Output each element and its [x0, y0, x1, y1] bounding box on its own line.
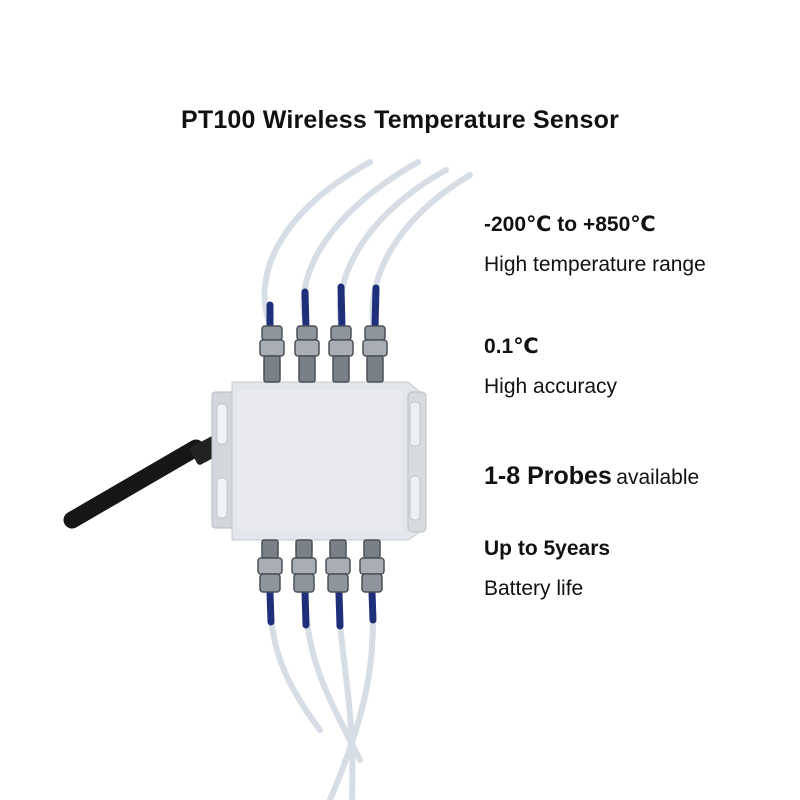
spec-accuracy-label: High accuracy [484, 375, 618, 398]
top-connectors [259, 325, 388, 383]
spec-accuracy-value: 0.1℃ [484, 335, 539, 358]
lower-probe-bands [266, 588, 377, 630]
spec-battery: Up to 5years Battery life [484, 536, 610, 602]
spec-accuracy: 0.1℃ High accuracy [484, 334, 617, 400]
spec-probes: 1-8 Probes available [484, 462, 699, 491]
bottom-connectors [257, 539, 385, 593]
upper-probe-bands [266, 283, 380, 332]
spec-temperature-range: -200℃ to +850℃ High temperature range [484, 212, 706, 278]
page-title: PT100 Wireless Temperature Sensor [180, 106, 620, 134]
upper-cables [261, 159, 473, 333]
spec-battery-label: Battery life [484, 577, 584, 600]
spec-battery-value: Up to 5years [484, 537, 611, 560]
enclosure [211, 381, 427, 541]
spec-temperature-range-label: High temperature range [484, 253, 706, 276]
lower-cables [266, 587, 376, 800]
spec-probes-label: available [616, 466, 700, 489]
spec-temperature-range-value: -200℃ to +850℃ [484, 213, 656, 236]
spec-probes-count: 1-8 Probes [484, 462, 612, 490]
antenna-icon [63, 435, 224, 529]
